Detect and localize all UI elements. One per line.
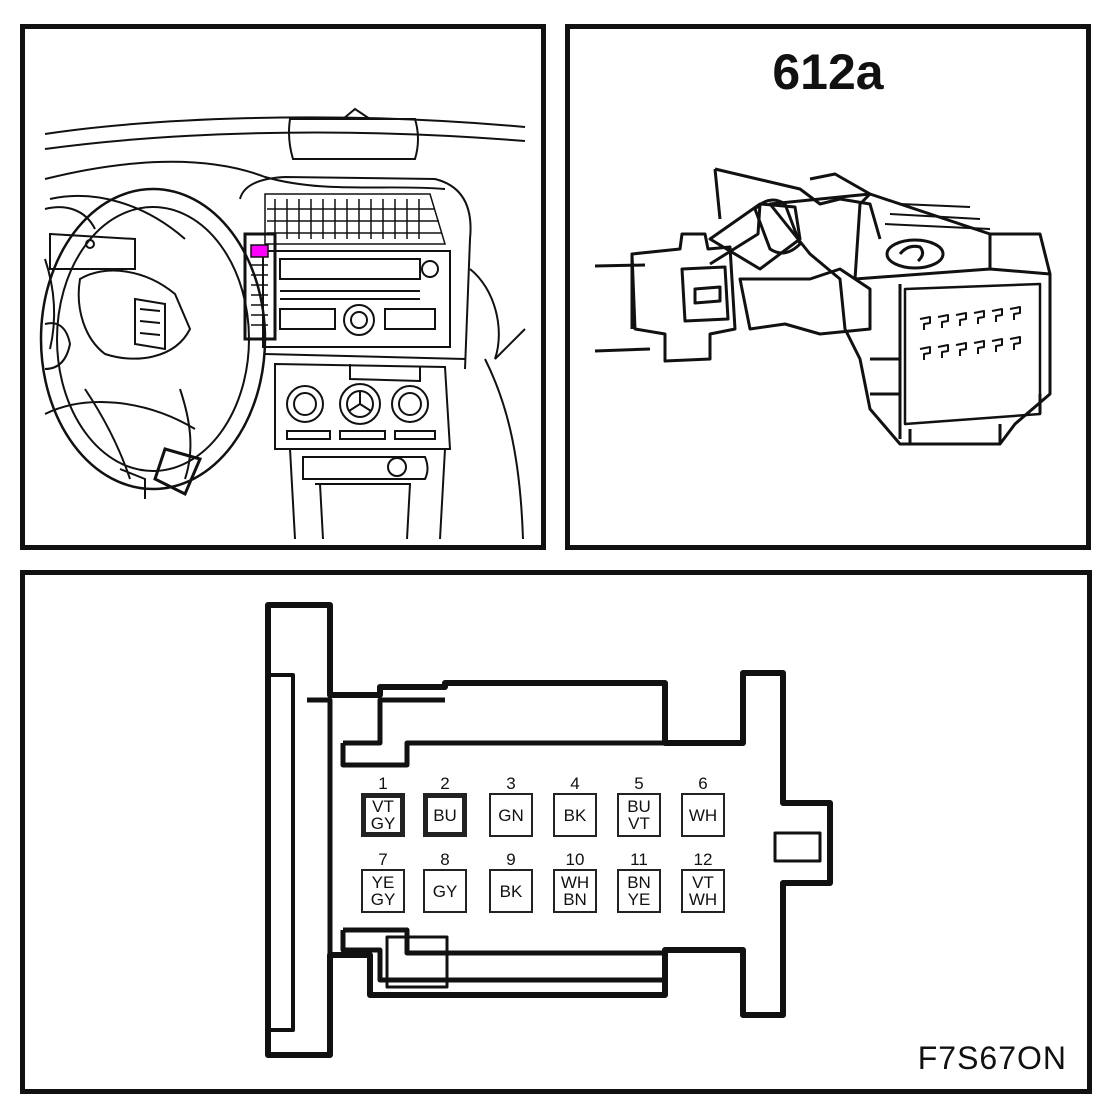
connector-face-outline bbox=[265, 602, 833, 1058]
pin-number: 5 bbox=[634, 774, 644, 793]
wire-color-code: VT bbox=[628, 814, 650, 833]
connector-3d-drawing bbox=[594, 167, 1052, 446]
dashboard-illustration bbox=[39, 107, 526, 540]
pin-number: 2 bbox=[440, 774, 450, 793]
pin-wire-color-box: GY bbox=[423, 869, 467, 913]
connector-id-label: 612a bbox=[772, 44, 884, 100]
wire-color-code: YE bbox=[627, 890, 651, 909]
wire-color-code: BN bbox=[627, 873, 651, 892]
wire-color-code: GY bbox=[370, 890, 396, 909]
wire-color-code: WH bbox=[688, 890, 718, 909]
wire-color-code: BU bbox=[627, 797, 651, 816]
pin-number: 8 bbox=[440, 850, 450, 869]
dashboard-location-panel bbox=[20, 24, 546, 550]
pin-number: 7 bbox=[378, 850, 388, 869]
wire-color-code: WH bbox=[688, 805, 718, 825]
wire-color-code: VT bbox=[692, 873, 714, 892]
pin-number: 9 bbox=[506, 850, 516, 869]
pin-wire-color-box: BU bbox=[423, 793, 467, 837]
wire-color-code: YE bbox=[371, 873, 395, 892]
pin-wire-color-box: BK bbox=[553, 793, 597, 837]
connector-illustration-panel: 612a bbox=[565, 24, 1091, 550]
pin-number: 1 bbox=[378, 774, 388, 793]
wire-color-code: GN bbox=[498, 805, 524, 825]
pin-number: 4 bbox=[570, 774, 580, 793]
pin-wire-color-box: GN bbox=[489, 793, 533, 837]
pin-number: 10 bbox=[565, 850, 585, 869]
wire-color-code: BU bbox=[433, 805, 457, 825]
wire-color-code: WH bbox=[560, 873, 590, 892]
pin-wire-color-box: BK bbox=[489, 869, 533, 913]
wire-color-code: GY bbox=[432, 881, 458, 901]
wire-color-code: BK bbox=[563, 805, 587, 825]
wire-color-code: VT bbox=[372, 797, 394, 816]
pin-number: 12 bbox=[693, 850, 713, 869]
wire-color-code: BK bbox=[499, 881, 523, 901]
figure-code: F7S67ON bbox=[917, 1040, 1067, 1076]
pin-number: 3 bbox=[506, 774, 516, 793]
pin-number: 11 bbox=[630, 850, 648, 869]
wire-color-code: BN bbox=[563, 890, 587, 909]
pin-wire-color-box: WH bbox=[681, 793, 725, 837]
pin-number: 6 bbox=[698, 774, 708, 793]
wire-color-code: GY bbox=[370, 814, 396, 833]
